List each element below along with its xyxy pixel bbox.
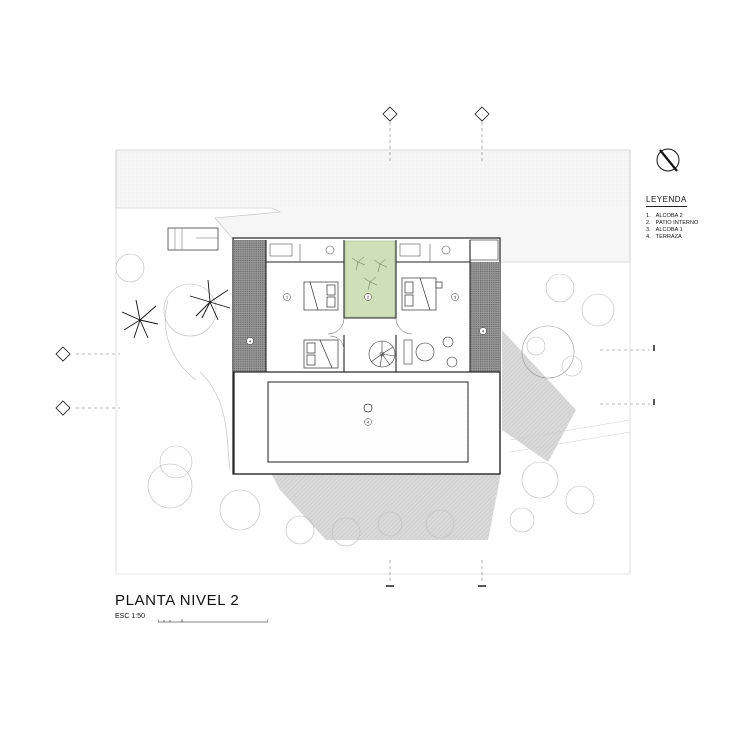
room-tag-label: 3 (454, 295, 457, 300)
patio-plants (351, 256, 388, 291)
legend-item-label: ALCOBA 1 (655, 227, 683, 233)
shadow-right (502, 330, 576, 462)
room-tag-label: 1 (286, 295, 289, 300)
legend-item-label: PATIO INTERNO (655, 220, 699, 226)
legend-item-number: 3. (646, 227, 651, 233)
patio-interno (344, 240, 396, 318)
terrace-column (363, 403, 373, 413)
side-terrace-left (234, 240, 266, 372)
path-line-2 (509, 431, 631, 453)
legend-item: 3. ALCOBA 1 (646, 227, 746, 234)
room-tag (246, 293, 487, 426)
room-tag-label: 4 (367, 420, 370, 425)
spiral-stair (368, 340, 396, 368)
interior-walls (265, 240, 471, 373)
bathroom-right (399, 243, 451, 262)
legend-list: 1. ALCOBA 2 2. PATIO INTERNO 3. ALCOBA 1 4.… (646, 213, 746, 241)
section-cut-ticks (386, 345, 655, 587)
bed-alcoba-1 (401, 277, 443, 311)
room-tag-label: 2 (367, 295, 370, 300)
side-terrace-right (470, 262, 500, 372)
legend-item: 4. TERRAZA (646, 234, 746, 241)
bathroom-left (269, 243, 335, 262)
shadow-bottom (268, 468, 500, 540)
vegetation (115, 253, 615, 547)
scale-bar (158, 619, 268, 623)
plan-scale: ESC 1:50 (115, 613, 145, 620)
legend-item: 2. PATIO INTERNO (646, 220, 746, 227)
legend-item-number: 4. (646, 234, 651, 240)
path-line (509, 419, 631, 441)
plan-title: PLANTA NIVEL 2 (115, 592, 240, 609)
legend-title: LEYENDA (646, 195, 687, 207)
legend-item-number: 1. (646, 213, 651, 219)
legend: LEYENDA 1. ALCOBA 2 2. PATIO INTERNO 3. ALC… (646, 189, 746, 241)
door-swings (327, 317, 413, 351)
legend-item: 1. ALCOBA 2 (646, 213, 746, 220)
section-marker-top (382, 106, 490, 122)
right-service (469, 239, 499, 261)
bed-alcoba-2 (303, 281, 339, 311)
terrain-texture (116, 150, 630, 208)
section-marker-left (55, 346, 71, 416)
north-arrow-icon (656, 148, 680, 172)
legend-item-label: ALCOBA 2 (655, 213, 683, 219)
legend-item-label: TERRAZA (655, 234, 682, 240)
bed-alcoba-2b (303, 339, 339, 369)
room-tag-label: 4 (249, 339, 252, 344)
room-tag-label: 4 (482, 329, 485, 334)
palm-trees (121, 279, 231, 339)
entry-balcony (167, 227, 219, 251)
legend-item-number: 2. (646, 220, 651, 226)
lounge-seating (403, 336, 458, 368)
